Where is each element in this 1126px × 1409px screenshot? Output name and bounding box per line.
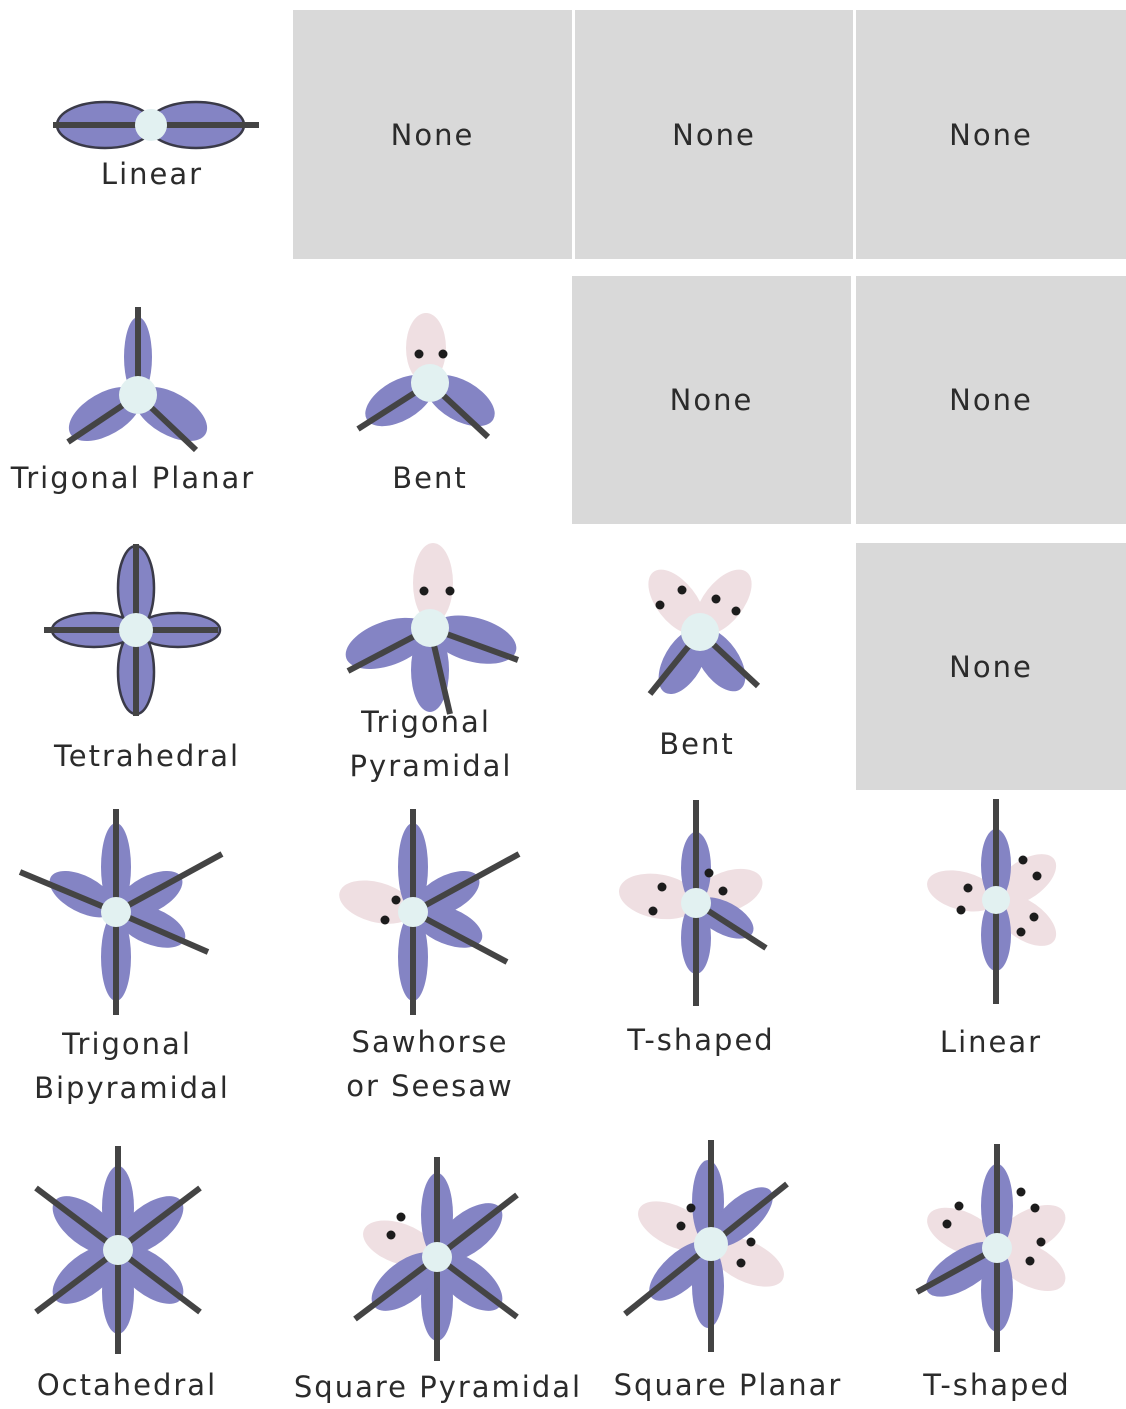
none-label: None xyxy=(949,117,1033,152)
none-label: None xyxy=(669,383,754,417)
bent-trigonal-shape-icon xyxy=(356,313,495,440)
trigonal-planar-shape-icon xyxy=(66,307,208,453)
octahedral-shape-icon xyxy=(34,1146,202,1354)
none-cell-r3-c4: None xyxy=(856,543,1126,790)
t-shaped-octahedral-shape-icon xyxy=(915,1144,1066,1352)
none-cell-r1-c4: None xyxy=(856,10,1126,259)
none-cell-r2-c4: None xyxy=(856,276,1126,524)
shape-label: Square Planar xyxy=(613,1368,843,1402)
linear-trigonal-shape-icon xyxy=(927,799,1057,1004)
t-shaped-trigonal-shape-icon xyxy=(619,800,768,1006)
shape-label-line-1: Sawhorse xyxy=(351,1025,509,1059)
none-label: None xyxy=(949,649,1033,684)
shape-label: Octahedral xyxy=(36,1368,218,1402)
none-label: None xyxy=(949,383,1033,417)
shape-label: T-shaped xyxy=(627,1023,775,1057)
none-cell-r1-c3: None xyxy=(575,10,853,259)
square-pyramidal-shape-icon xyxy=(353,1157,519,1361)
shape-label: Bent xyxy=(392,461,468,495)
shape-label-line-2: Bipyramidal xyxy=(34,1071,230,1105)
shape-label: Tetrahedral xyxy=(53,739,241,773)
shape-label-line-1: Trigonal xyxy=(361,705,491,739)
shape-label-line-2: Pyramidal xyxy=(349,749,513,783)
trigonal-pyramidal-shape-icon xyxy=(345,543,520,715)
shape-label: Trigonal Planar xyxy=(10,461,256,495)
seesaw-shape-icon xyxy=(339,809,521,1015)
shape-label-line-2: or Seesaw xyxy=(346,1069,514,1103)
shape-label: Square Pyramidal xyxy=(293,1370,583,1404)
linear-shape-icon xyxy=(53,100,259,150)
none-label: None xyxy=(672,117,756,152)
trigonal-bipyramidal-shape-icon xyxy=(18,809,224,1015)
none-cell-r1-c2: None xyxy=(293,10,572,259)
tetrahedral-shape-icon xyxy=(44,544,222,716)
shape-label: Linear xyxy=(100,157,204,191)
square-planar-shape-icon xyxy=(623,1140,789,1352)
none-label: None xyxy=(390,117,475,152)
shape-label-line-1: Trigonal xyxy=(62,1027,192,1061)
bent-tetrahedral-shape-icon xyxy=(647,569,761,696)
shape-label: T-shaped xyxy=(923,1368,1071,1402)
none-cell-r2-c3: None xyxy=(572,276,851,524)
shape-label: Bent xyxy=(659,727,735,761)
shape-label: Linear xyxy=(939,1025,1043,1059)
